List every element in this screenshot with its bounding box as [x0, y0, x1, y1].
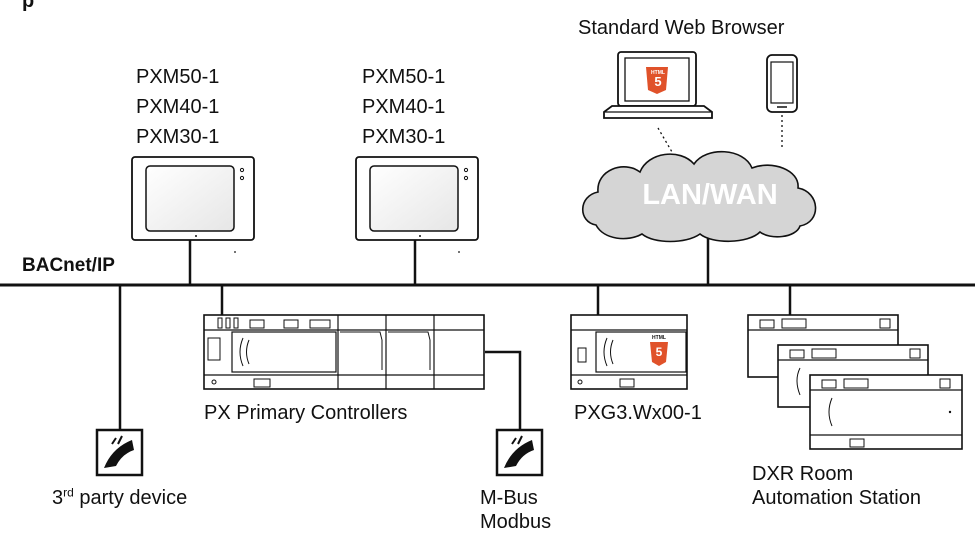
panel-1-model-2: PXM40-1	[136, 96, 220, 118]
panel-2-model-1: PXM50-1	[362, 66, 446, 88]
lan-wan-cloud	[582, 150, 817, 243]
panel-2-model-3: PXM30-1	[362, 126, 446, 148]
panel-1-model-1: PXM50-1	[136, 66, 220, 88]
third-party-device-icon	[95, 428, 144, 477]
touch-panel-2	[355, 156, 479, 253]
third-party-label: 3rd party device	[52, 485, 187, 511]
bus-label: BACnet/IP	[22, 255, 115, 276]
mbus-link	[485, 350, 522, 430]
panel-1-model-3: PXM30-1	[136, 126, 220, 148]
html5-icon	[646, 67, 668, 94]
px-primary-controllers	[203, 314, 485, 390]
dxr-label-line-2: Automation Station	[752, 487, 921, 509]
laptop-html-badge: HTML	[651, 70, 665, 76]
panel-2-model-2: PXM40-1	[362, 96, 446, 118]
laptop-html5-digit: 5	[654, 74, 662, 89]
pxg3-label: PXG3.Wx00-1	[574, 402, 702, 424]
dxr-label-line-1: DXR Room	[752, 463, 854, 485]
header-partial-title: p	[22, 0, 35, 12]
mbus-label-line-1: M-Bus	[480, 487, 538, 509]
pxg3-html-badge: HTML	[652, 335, 666, 341]
mbus-label-line-2: Modbus	[480, 511, 552, 533]
pxg3-web-server	[570, 314, 688, 390]
pxg3-html5-digit: 5	[655, 345, 663, 359]
touch-panel-1	[131, 156, 255, 253]
cloud-label: LAN/WAN	[642, 179, 778, 211]
third-party-suffix: party device	[73, 487, 188, 509]
third-party-superscript: rd	[63, 485, 74, 500]
third-party-prefix: 3	[52, 487, 64, 509]
smartphone-icon	[766, 54, 798, 113]
px-controllers-label: PX Primary Controllers	[204, 402, 408, 424]
browser-label: Standard Web Browser	[578, 17, 785, 39]
mbus-device-icon	[495, 428, 544, 477]
laptop-wireless-link	[657, 127, 673, 153]
dxr-room-automation-stations	[747, 314, 963, 450]
